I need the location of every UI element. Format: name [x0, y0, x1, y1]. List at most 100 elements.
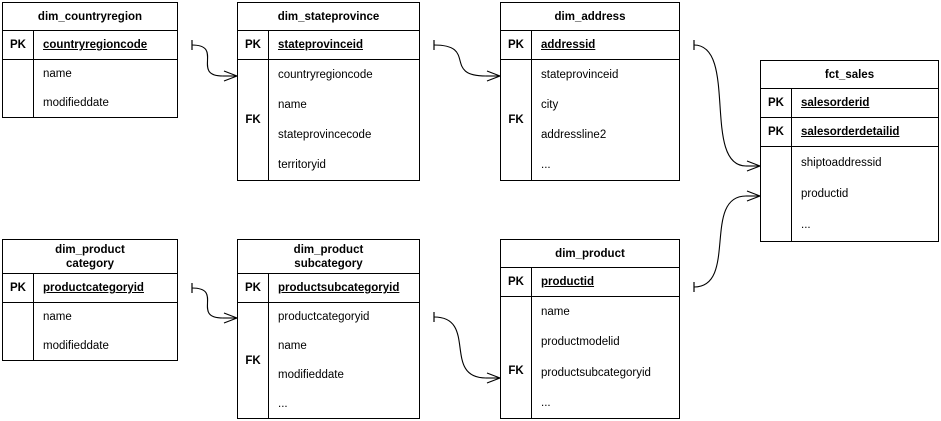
- attribute-group-dim_countryregion: name modifieddate: [3, 60, 177, 117]
- entity-title-line: dim_address: [554, 10, 626, 23]
- pk-key-label: PK: [3, 31, 34, 59]
- entity-title-dim_countryregion: dim_countryregion: [3, 3, 177, 31]
- entity-title-dim_product: dim_product: [501, 240, 679, 268]
- relationship-line: [693, 195, 747, 288]
- pk-attribute-name: productcategoryid: [43, 282, 144, 294]
- entity-title-line: dim_product: [555, 247, 625, 260]
- attribute-row[interactable]: modifieddate: [43, 339, 109, 352]
- attribute-list: countryregioncode name stateprovincecode te…: [269, 60, 419, 180]
- attribute-row[interactable]: ...: [541, 159, 551, 171]
- attribute-row[interactable]: productid: [801, 187, 849, 200]
- pk-row-dim_countryregion-0[interactable]: PK countryregioncode: [3, 31, 177, 60]
- attribute-row[interactable]: shiptoaddressid: [801, 156, 882, 169]
- attribute-row[interactable]: countryregioncode: [278, 69, 373, 81]
- attribute-group-dim_address: FK stateprovinceid city addressline2...: [501, 60, 679, 180]
- attribute-row[interactable]: ...: [278, 397, 288, 410]
- fk-key-label: FK: [501, 297, 532, 418]
- pk-attribute-name: addressid: [541, 39, 596, 51]
- pk-key-label: PK: [501, 31, 532, 59]
- attribute-row[interactable]: stateprovincecode: [278, 129, 372, 141]
- attribute-row[interactable]: city: [541, 99, 559, 111]
- pk-row-dim_productcategory-0[interactable]: PK productcategoryid: [3, 274, 177, 303]
- cardinality-many-crowsfoot: [486, 372, 501, 384]
- attribute-list: productcategoryid name modifieddate...: [269, 303, 419, 418]
- entity-title-line: fct_sales: [824, 68, 875, 81]
- attribute-group-fct_sales: shiptoaddressid productid...: [761, 147, 938, 241]
- entity-title-fct_sales: fct_sales: [761, 61, 938, 89]
- attribute-row[interactable]: addressline2: [541, 129, 607, 141]
- cardinality-many-crowsfoot: [746, 160, 761, 172]
- attribute-list: name modifieddate: [34, 60, 177, 117]
- attribute-row[interactable]: ...: [801, 219, 811, 232]
- pk-attribute-name: countryregioncode: [43, 39, 148, 51]
- pk-row-dim_product-0[interactable]: PK productid: [501, 268, 679, 297]
- fk-key-label: [3, 60, 34, 117]
- pk-attribute-name: salesorderid: [801, 97, 870, 109]
- pk-attribute-name: salesorderdetailid: [801, 126, 900, 138]
- pk-key-label: PK: [238, 274, 269, 302]
- entity-title-line: dim_product: [293, 243, 364, 256]
- pk-key-label: PK: [501, 268, 532, 296]
- pk-attribute-name: productsubcategoryid: [278, 282, 400, 294]
- pk-row-fct_sales-1[interactable]: PK salesorderdetailid: [761, 118, 938, 147]
- attribute-row[interactable]: productmodelid: [541, 336, 620, 349]
- relationship-line: [191, 44, 224, 77]
- attribute-row[interactable]: name: [43, 68, 72, 81]
- fk-key-label: [3, 303, 34, 360]
- entity-title-dim_address: dim_address: [501, 3, 679, 31]
- relationship-line: [433, 44, 487, 77]
- entity-title-line: category: [66, 257, 114, 270]
- entity-title-dim_stateprovince: dim_stateprovince: [238, 3, 419, 31]
- pk-row-dim_address-0[interactable]: PK addressid: [501, 31, 679, 60]
- relationship-subcategory-to-product: [433, 312, 501, 384]
- fk-key-label: FK: [238, 303, 269, 418]
- attribute-row[interactable]: name: [43, 311, 72, 324]
- relationship-countryregion-to-stateprovince: [191, 40, 238, 82]
- pk-attribute-name: productid: [541, 276, 595, 288]
- attribute-list: name modifieddate: [34, 303, 177, 360]
- relationship-line: [191, 287, 224, 319]
- attribute-row[interactable]: territoryid: [278, 159, 326, 171]
- pk-key-label: PK: [3, 274, 34, 302]
- relationship-productcategory-to-subcategory: [191, 283, 238, 324]
- pk-row-dim_productsubcategory-0[interactable]: PK productsubcategoryid: [238, 274, 419, 303]
- attribute-row[interactable]: modifieddate: [43, 96, 109, 109]
- attribute-row[interactable]: name: [541, 306, 570, 319]
- attribute-row[interactable]: modifieddate: [278, 368, 344, 381]
- relationship-product-to-sales: [693, 190, 761, 292]
- fk-key-label: [761, 147, 792, 241]
- attribute-row[interactable]: ...: [541, 396, 551, 409]
- pk-key-label: PK: [761, 89, 792, 117]
- cardinality-many-crowsfoot: [746, 190, 761, 202]
- entity-title-line: dim_product: [55, 243, 125, 256]
- pk-key-label: PK: [761, 118, 792, 146]
- attribute-row[interactable]: stateprovinceid: [541, 69, 619, 81]
- entity-title-line: dim_stateprovince: [277, 10, 380, 23]
- cardinality-many-crowsfoot: [223, 312, 238, 324]
- attribute-list: name productmodelid productsubcategoryid..…: [532, 297, 679, 418]
- cardinality-many-crowsfoot: [486, 70, 501, 82]
- attribute-row[interactable]: name: [278, 99, 307, 111]
- relationship-line: [433, 316, 487, 379]
- attribute-row[interactable]: productsubcategoryid: [541, 366, 651, 379]
- attribute-row[interactable]: productcategoryid: [278, 311, 370, 324]
- relationship-line: [693, 44, 747, 167]
- pk-attribute-name: stateprovinceid: [278, 39, 363, 51]
- fk-key-label: FK: [501, 60, 532, 180]
- relationship-address-to-sales: [693, 40, 761, 172]
- entity-title-line: dim_countryregion: [37, 10, 143, 23]
- attribute-row[interactable]: name: [278, 340, 307, 353]
- pk-row-fct_sales-0[interactable]: PK salesorderid: [761, 89, 938, 118]
